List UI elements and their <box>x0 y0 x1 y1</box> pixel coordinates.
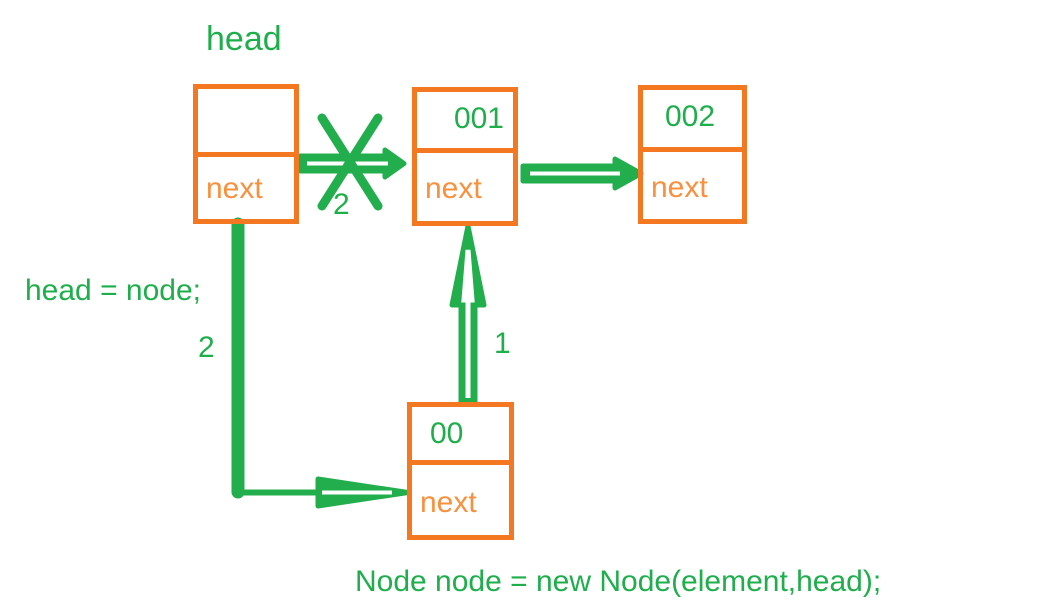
node-001-value: 001 <box>453 102 504 135</box>
crossed-out-icon <box>317 113 383 211</box>
node-head-next-cell: next <box>198 152 294 219</box>
node-002-next-cell: next <box>643 147 742 219</box>
step-label-assignment: 2 <box>198 331 215 364</box>
arrow-new-to-001 <box>449 223 487 405</box>
node-head-value-cell <box>198 89 294 157</box>
node-new-next-cell: next <box>412 460 509 535</box>
node-001-next-cell: next <box>417 148 513 221</box>
node-new-value-cell: 00 <box>412 407 509 465</box>
node-002[interactable]: 002 next <box>638 85 747 224</box>
node-001-next-label: next <box>425 172 482 205</box>
node-head-next-label: next <box>206 172 263 205</box>
head-pointer-label: head <box>206 20 282 58</box>
node-002-value-cell: 002 <box>643 90 742 152</box>
step-label-new-link: 1 <box>494 327 511 360</box>
node-new-next-label: next <box>420 486 477 519</box>
node-002-value: 002 <box>665 100 716 133</box>
diagram-caption: Node node = new Node(element,head); <box>355 565 882 598</box>
arrow-001-to-002 <box>520 156 644 191</box>
node-002-next-label: next <box>651 171 708 204</box>
assignment-statement-label: head = node; <box>25 274 202 307</box>
node-001-value-cell: 001 <box>417 92 513 153</box>
arrow-head-to-new <box>231 217 411 509</box>
node-head[interactable]: next <box>193 84 299 224</box>
node-new-value: 00 <box>430 417 464 450</box>
node-new[interactable]: 00 next <box>407 402 514 540</box>
step-label-crossed-link: 2 <box>333 188 350 221</box>
node-001[interactable]: 001 next <box>412 87 518 226</box>
